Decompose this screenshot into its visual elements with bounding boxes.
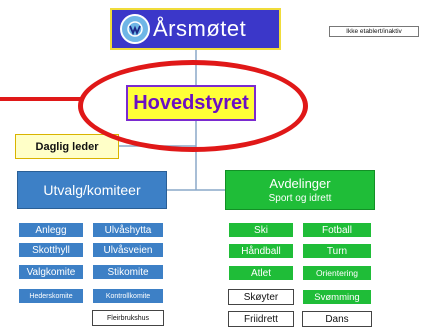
department-item: Ski bbox=[228, 222, 294, 238]
legend-inactive: Ikke etablert/inaktiv bbox=[329, 26, 419, 37]
annual-meeting-title: Årsmøtet bbox=[153, 16, 247, 41]
department-item: Svømming bbox=[302, 289, 372, 305]
department-item-inactive: Dans bbox=[302, 311, 372, 327]
committee-item: Skotthyll bbox=[18, 242, 84, 258]
highlight-ellipse bbox=[78, 60, 308, 152]
committee-item: Stikomite bbox=[92, 264, 164, 280]
department-item: Håndball bbox=[228, 243, 294, 259]
department-item: Turn bbox=[302, 243, 372, 259]
department-item: Atlet bbox=[228, 265, 294, 281]
department-item-inactive: Friidrett bbox=[228, 311, 294, 327]
committee-item: Anlegg bbox=[18, 222, 84, 238]
departments-sublabel: Sport og idrett bbox=[268, 192, 332, 204]
annual-meeting-box: Årsmøtet bbox=[110, 8, 281, 50]
committee-item: Hederskomite bbox=[18, 288, 84, 304]
department-item: Fotball bbox=[302, 222, 372, 238]
committee-item: Ulvåshytta bbox=[92, 222, 164, 238]
committee-item-inactive: Fleirbrukshus bbox=[92, 310, 164, 326]
committee-item: Kontrollkomite bbox=[92, 288, 164, 304]
club-logo-icon bbox=[120, 14, 150, 44]
manager-box: Daglig leder bbox=[15, 134, 119, 159]
departments-header: Avdelinger Sport og idrett bbox=[225, 170, 375, 210]
department-item: Orientering bbox=[302, 265, 372, 281]
departments-label: Avdelinger bbox=[269, 175, 331, 191]
committees-header: Utvalg/komiteer bbox=[17, 171, 167, 209]
department-item-inactive: Skøyter bbox=[228, 289, 294, 305]
highlight-pointer-line bbox=[0, 97, 82, 101]
committee-item: Ulvåsveien bbox=[92, 242, 164, 258]
committee-item: Valgkomite bbox=[18, 264, 84, 280]
